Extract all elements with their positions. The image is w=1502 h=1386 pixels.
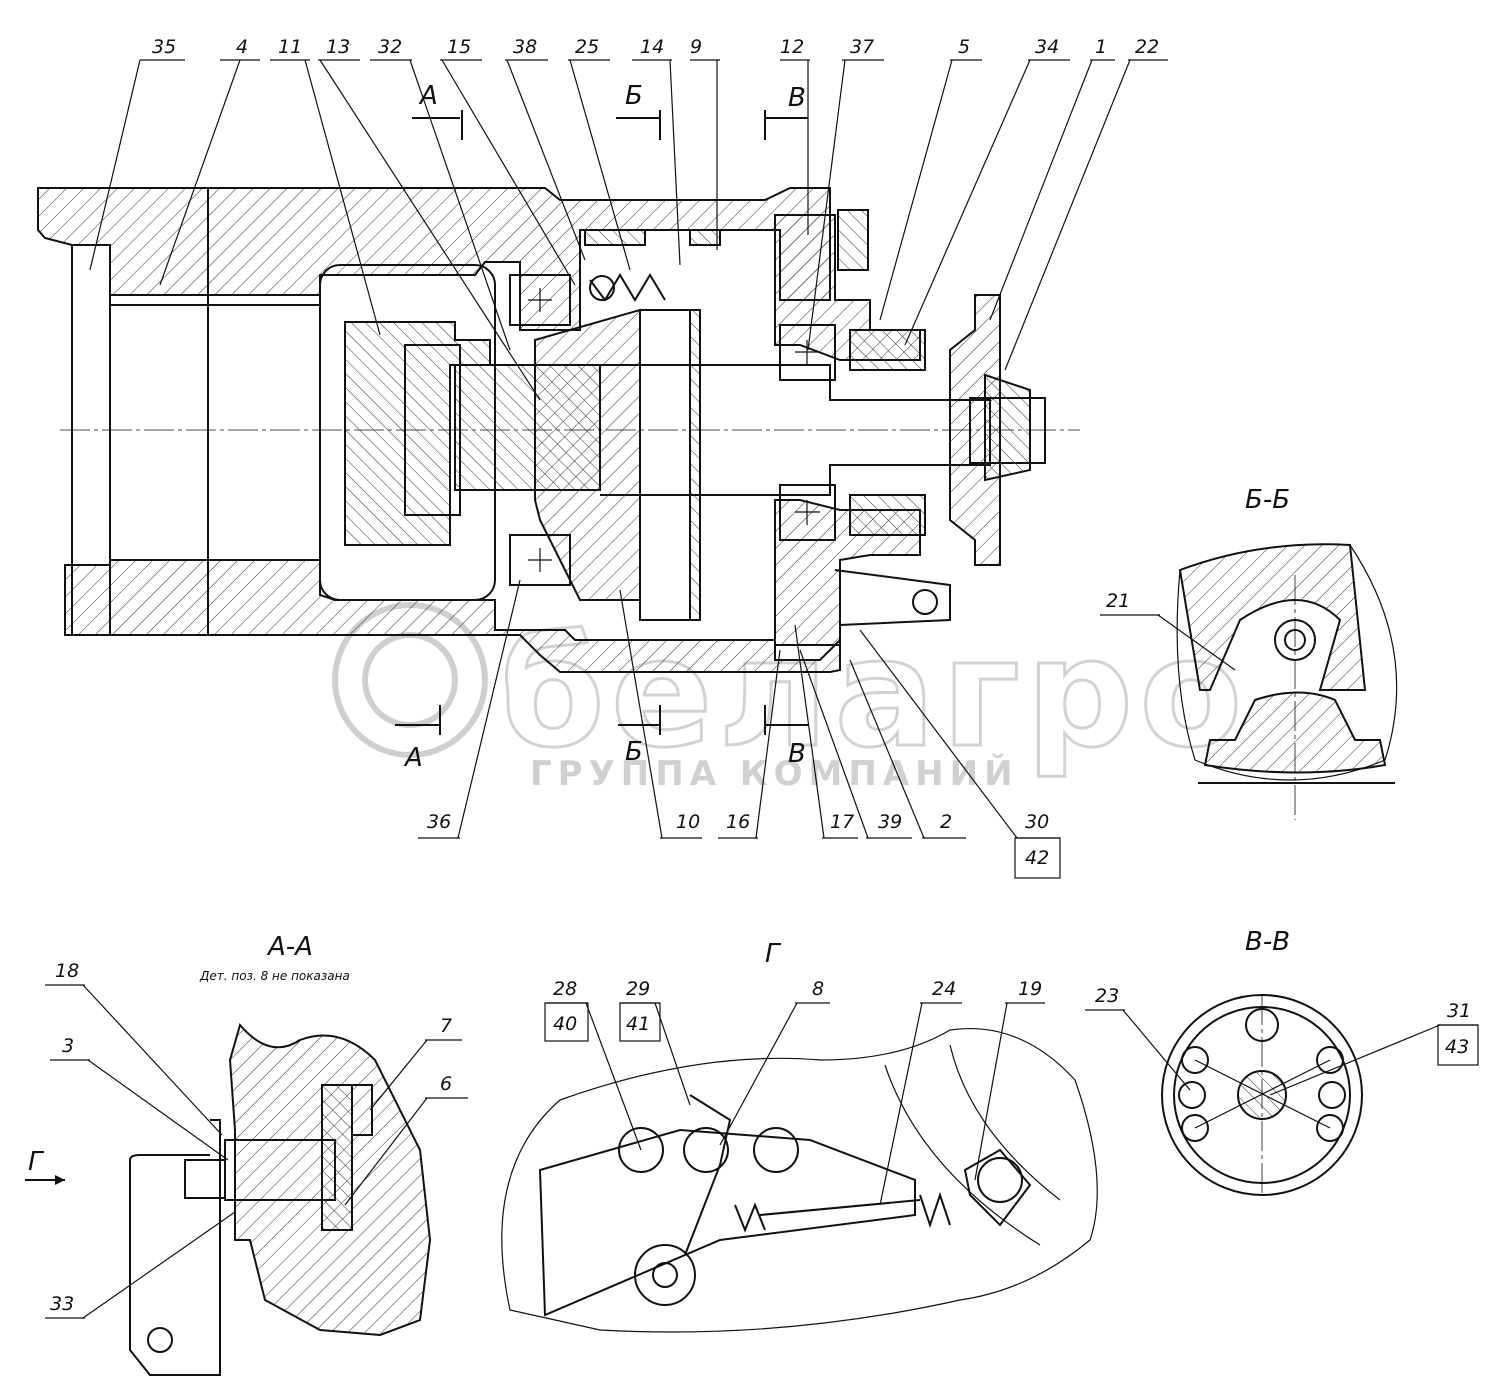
watermark: белагро ГРУППА КОМПАНИЙ (332, 602, 1248, 794)
section-aa: А-А Дет. поз. 8 не показана Г 18 3 33 7 … (25, 932, 468, 1376)
label-10: 10 (676, 811, 700, 833)
label-11: 11 (278, 36, 302, 58)
label-18: 18 (55, 960, 79, 982)
label-5: 5 (958, 36, 970, 58)
label-38: 38 (513, 36, 537, 58)
label-24: 24 (932, 978, 956, 1000)
label-22: 22 (1135, 36, 1159, 58)
label-1: 1 (1095, 36, 1107, 58)
label-19: 19 (1018, 978, 1042, 1000)
label-43-boxed: 43 (1445, 1036, 1469, 1058)
label-40-boxed: 40 (553, 1013, 577, 1035)
section-vv-title: В-В (1245, 927, 1290, 957)
label-39: 39 (878, 811, 902, 833)
label-17: 17 (830, 811, 854, 833)
label-25: 25 (575, 36, 599, 58)
section-bb-title: Б-Б (1245, 485, 1290, 515)
label-21: 21 (1106, 590, 1130, 612)
main-section-view: А Б В А Б В 35 4 11 13 32 15 38 25 (37, 36, 1168, 879)
label-29: 29 (626, 978, 650, 1000)
label-15: 15 (447, 36, 471, 58)
label-2: 2 (940, 811, 952, 833)
label-9: 9 (690, 36, 702, 58)
section-bb: Б-Б 21 (1100, 485, 1398, 820)
view-g-title: Г (765, 939, 782, 969)
label-37: 37 (850, 36, 874, 58)
top-leaders: 35 4 11 13 32 15 38 25 14 9 12 37 5 (89, 36, 1168, 401)
label-35: 35 (152, 36, 176, 58)
view-g-arrow-label: Г (28, 1147, 45, 1177)
section-aa-note: Дет. поз. 8 не показана (199, 969, 350, 983)
label-41-boxed: 41 (626, 1013, 650, 1035)
label-34: 34 (1035, 36, 1059, 58)
label-33: 33 (50, 1293, 74, 1315)
bottom-leaders: 36 10 16 17 39 2 30 42 (418, 579, 1061, 879)
watermark-subtitle: ГРУППА КОМПАНИЙ (530, 753, 1019, 794)
label-13: 13 (326, 36, 350, 58)
label-23: 23 (1095, 985, 1119, 1007)
section-mark-v-top: В (788, 83, 806, 113)
label-36: 36 (427, 811, 451, 833)
label-3: 3 (62, 1035, 74, 1057)
section-mark-b-bottom: Б (625, 737, 643, 767)
label-8: 8 (812, 978, 824, 1000)
label-7: 7 (440, 1015, 452, 1037)
label-4: 4 (236, 36, 248, 58)
section-mark-a-top: А (418, 81, 438, 111)
watermark-brand: белагро (500, 607, 1248, 781)
section-aa-title: А-А (266, 932, 313, 962)
label-14: 14 (640, 36, 664, 58)
label-42-boxed: 42 (1025, 847, 1049, 869)
section-vv: В-В 23 31 43 (1085, 927, 1479, 1196)
label-31: 31 (1447, 1000, 1471, 1022)
section-mark-v-bottom: В (788, 739, 806, 769)
section-mark-a-bottom: А (403, 743, 423, 773)
label-32: 32 (378, 36, 402, 58)
label-6: 6 (440, 1073, 452, 1095)
section-mark-b-top: Б (625, 81, 643, 111)
label-28: 28 (553, 978, 577, 1000)
label-30: 30 (1025, 811, 1049, 833)
view-g: Г 28 40 29 41 8 24 19 (501, 939, 1098, 1333)
label-16: 16 (726, 811, 750, 833)
label-12: 12 (780, 36, 804, 58)
